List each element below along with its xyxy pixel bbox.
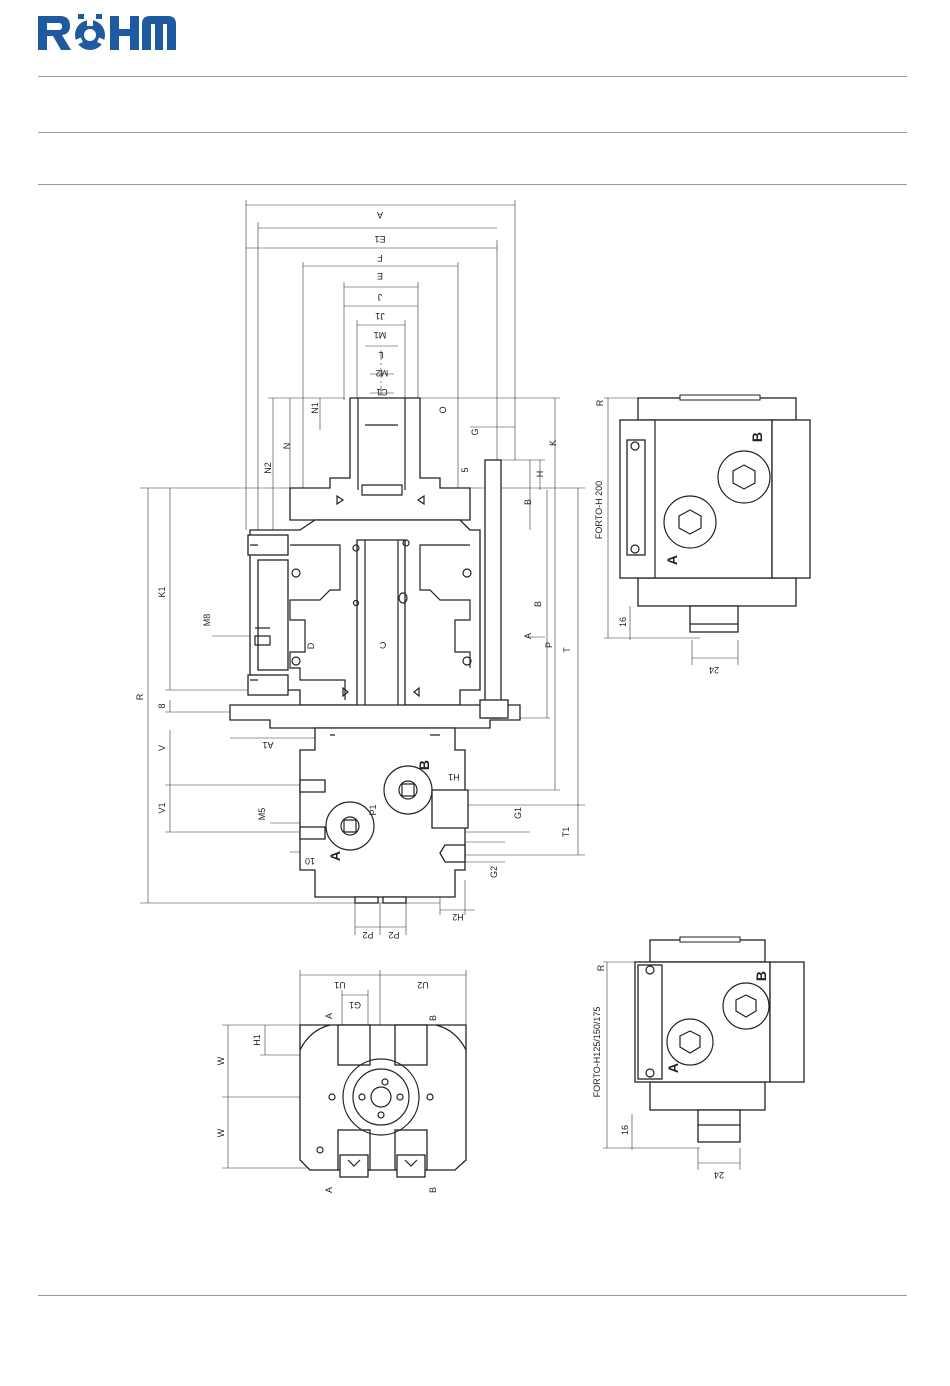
port-label-b: B: [428, 1187, 438, 1193]
port-label-a: A: [324, 1187, 334, 1193]
dim-right-h1: H1: [448, 772, 460, 782]
port-label-a: A: [327, 851, 343, 861]
port-label-b: B: [428, 1015, 438, 1021]
dim-right-h: H: [535, 471, 545, 478]
model-label-forto-h200: FORTO-H 200: [594, 481, 604, 539]
dim-left-v1: V1: [157, 802, 167, 813]
port-label-b: B: [416, 760, 432, 770]
dim-24: 24: [709, 665, 719, 675]
dim-right-b: B: [533, 601, 543, 607]
dim-right-t: T: [562, 647, 572, 653]
dim-right-a: A: [523, 633, 533, 639]
dim-right-g2: G2: [489, 866, 499, 878]
dim-left-v: V: [157, 745, 167, 751]
dim-16: 16: [618, 617, 628, 627]
dim-top-l: L: [378, 350, 383, 360]
dim-left-10: 10: [305, 856, 315, 866]
dim-top-a: A: [377, 210, 383, 220]
port-label-a: A: [324, 1013, 334, 1019]
dim-h1: H1: [252, 1034, 262, 1046]
dim-right-g: G: [470, 428, 480, 435]
dim-left-m5: M5: [257, 808, 267, 821]
dim-w: W: [216, 1056, 226, 1065]
dim-right-5: 5: [460, 467, 470, 472]
dim-right-o: O: [438, 406, 448, 413]
dim-r: R: [596, 964, 606, 971]
dim-top-e1: E1: [374, 234, 385, 244]
dim-right-p: P: [544, 642, 554, 648]
dim-top-j1: J1: [375, 311, 385, 321]
dim-left-r: R: [135, 693, 145, 700]
dim-top-c1: C1: [376, 387, 388, 397]
main-section-view: [140, 200, 585, 935]
dim-left-c: C: [379, 640, 386, 650]
dim-left-n1: N1: [310, 402, 320, 414]
dim-16: 16: [620, 1125, 630, 1135]
dim-u2: U2: [417, 980, 429, 990]
port-label-b: B: [753, 971, 769, 981]
dim-g1: G1: [349, 1000, 361, 1010]
port-label-a: A: [665, 1063, 681, 1073]
dim-top-m2: M2: [376, 368, 389, 378]
port-label-b: B: [749, 432, 765, 442]
dim-top-m1: M1: [374, 330, 387, 340]
dim-right-k: K: [548, 440, 558, 446]
dim-top-j: J: [378, 292, 383, 302]
bottom-right-view: [603, 937, 804, 1170]
dim-left-d: D: [306, 642, 316, 649]
dim-w: W: [216, 1128, 226, 1137]
dim-right-t1: T1: [561, 827, 571, 838]
dim-left-k1: K1: [157, 586, 167, 597]
model-label-forto-h125-150-175: FORTO-H125/150/175: [592, 1007, 602, 1098]
dim-left-m8: M8: [202, 614, 212, 627]
dim-u1: U1: [334, 980, 346, 990]
dim-right-g1: G1: [513, 807, 523, 819]
dim-left-a1: A1: [262, 740, 273, 750]
dim-left-n: N: [282, 443, 292, 450]
top-right-view: [604, 395, 810, 665]
dim-bottom-p2: P2: [388, 930, 399, 940]
bottom-left-view: [222, 970, 466, 1177]
dim-right-h2: H2: [452, 912, 464, 922]
dim-right-p1: P1: [368, 804, 378, 815]
dim-top-e: E: [377, 271, 383, 281]
dim-top-f: F: [377, 253, 383, 263]
dim-right-b: B: [523, 499, 533, 505]
dim-24: 24: [714, 1170, 724, 1180]
port-label-a: A: [664, 555, 680, 565]
dim-r: R: [595, 399, 605, 406]
dim-left-8: 8: [157, 703, 167, 708]
dim-bottom-p2: P2: [362, 930, 373, 940]
dim-left-n2: N2: [263, 462, 273, 474]
